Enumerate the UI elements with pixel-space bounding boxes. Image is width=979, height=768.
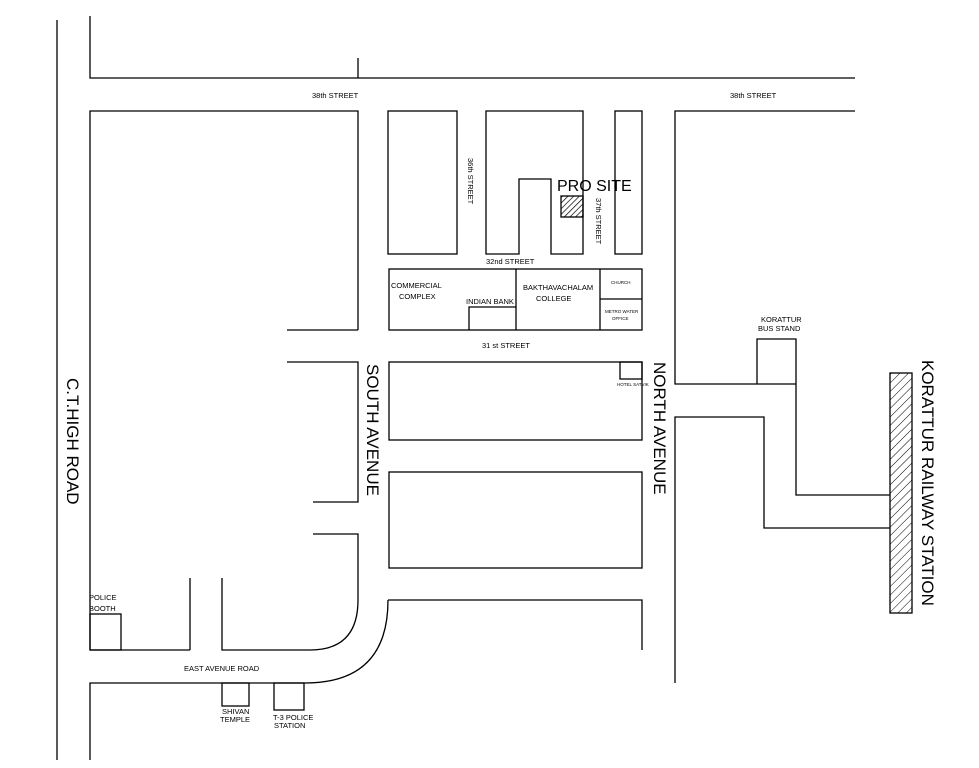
label-metro-office: OFFICE [612,316,629,321]
left-block-outline [89,110,359,650]
right-block-outline [674,110,890,496]
label-railway-station: KORATTUR RAILWAY STATION [918,360,937,606]
label-38th-street-left: 38th STREET [312,91,359,100]
label-32nd-street: 32nd STREET [486,257,535,266]
label-police: POLICE [89,593,117,602]
label-temple: TEMPLE [220,715,250,724]
east-avenue-road-edge [89,599,389,760]
label-hotel-satvik: HOTEL SATVIK [617,382,649,387]
block-36th [387,110,458,255]
shivan-temple [221,682,250,707]
label-booth: BOOTH [89,604,116,613]
block-bottom [388,599,643,650]
label-pro-site: PRO SITE [557,178,632,195]
block-lower [388,471,643,569]
label-complex: COMPLEX [399,292,436,301]
left-lower-block [221,533,359,651]
hotel-block [388,361,643,441]
pro-site-marker [560,195,584,218]
label-36th-street: 36th STREET [466,158,475,205]
label-38th-street-right: 38th STREET [730,91,777,100]
label-commercial: COMMERCIAL [391,281,442,290]
label-bus-stand: BUS STAND [758,324,801,333]
label-shivan: SHIVAN [222,707,249,716]
label-north-avenue: NORTH AVENUE [650,362,669,495]
label-station: STATION [274,721,305,730]
label-church: CHURCH [611,280,631,285]
police-booth [89,613,122,651]
hotel-satvik [619,361,643,380]
label-east-avenue-road: EAST AVENUE ROAD [184,664,260,673]
railway-station [889,372,913,614]
label-ct-high-road: C.T.HIGH ROAD [63,378,82,505]
label-south-avenue: SOUTH AVENUE [363,364,382,496]
label-t3-police: T-3 POLICE [273,713,313,722]
label-korattur: KORATTUR [761,315,802,324]
right-lower-outline [674,416,890,683]
block-37th-right [614,110,643,255]
indian-bank [468,306,516,330]
top-road-edge [89,16,855,79]
left-middle-block [287,361,359,503]
label-bakthavachalam: BAKTHAVACHALAM [523,283,593,292]
block-37th [485,110,584,255]
label-31st-street: 31 st STREET [482,341,530,350]
t3-police-station [273,682,305,711]
label-indian-bank: INDIAN BANK [466,297,514,306]
label-37th-street: 37th STREET [594,198,603,245]
label-college: COLLEGE [536,294,571,303]
label-metro-water: METRO WATER [605,309,639,314]
